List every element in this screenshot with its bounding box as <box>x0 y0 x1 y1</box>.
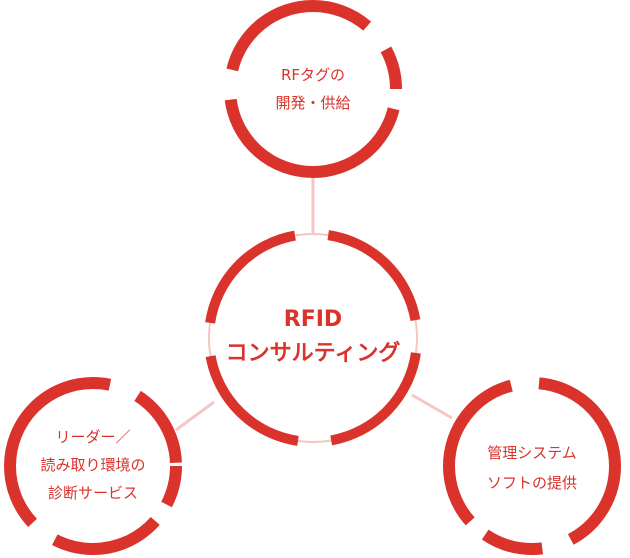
node-rf-tag-label-line1: RFタグの <box>281 66 345 84</box>
node-reader-diagnosis-ring <box>4 377 182 555</box>
node-rf-tag-ring <box>224 0 402 178</box>
connectors <box>175 172 453 432</box>
node-management-system-label-line1: 管理システム <box>487 444 577 462</box>
node-management-system: 管理システム ソフトの提供 <box>443 377 621 555</box>
node-management-system-label-line2: ソフトの提供 <box>487 474 577 492</box>
node-rf-tag: RFタグの 開発・供給 <box>224 0 402 178</box>
node-reader-diagnosis-label-line2: 読み取り環境の <box>40 456 145 474</box>
center-hub: RFID コンサルティング <box>204 229 422 447</box>
center-ring-segments <box>204 229 422 447</box>
center-subtitle: コンサルティング <box>226 340 401 366</box>
node-management-system-ring <box>443 377 621 555</box>
center-title: RFID <box>284 307 342 332</box>
connector-left <box>175 400 215 432</box>
node-reader-diagnosis-label-line1: リーダー／ <box>55 428 130 446</box>
node-reader-diagnosis-label-line3: 診断サービス <box>48 484 138 502</box>
connector-right <box>411 393 453 420</box>
node-reader-diagnosis: リーダー／ 読み取り環境の 診断サービス <box>4 377 182 555</box>
center-circle-thin <box>208 233 418 443</box>
node-rf-tag-label-line2: 開発・供給 <box>275 94 350 112</box>
